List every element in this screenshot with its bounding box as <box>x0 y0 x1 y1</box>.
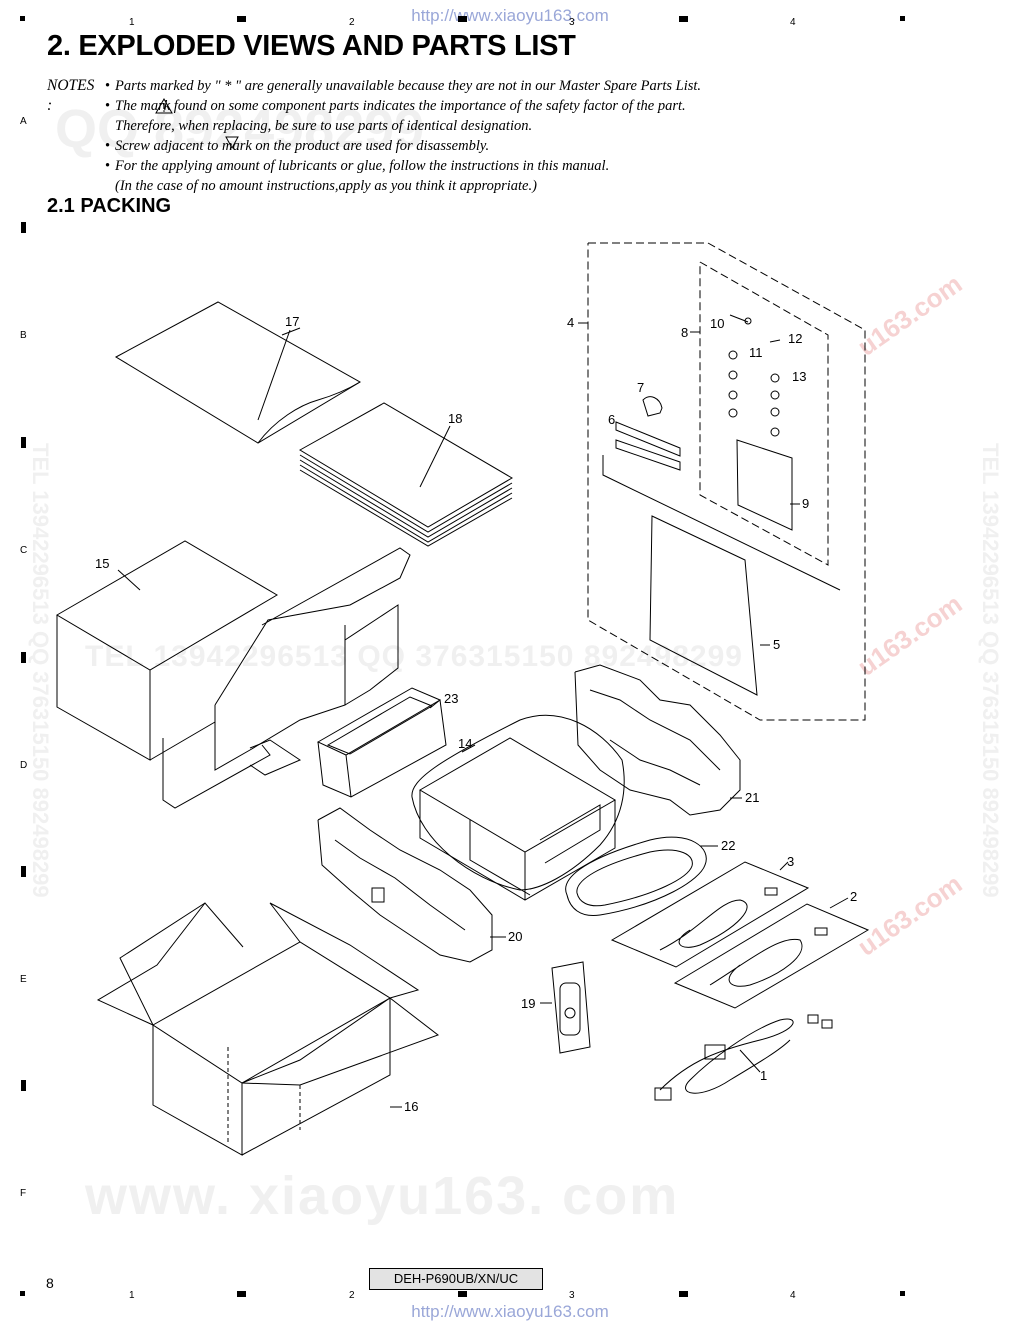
page-number: 8 <box>46 1275 54 1291</box>
grid-tick <box>237 1291 246 1297</box>
grid-row-b: B <box>20 330 27 341</box>
grid-col-2: 2 <box>349 17 355 28</box>
grid-corner-mark <box>20 16 25 21</box>
grid-col-4-bottom: 4 <box>790 1290 796 1301</box>
callout-12: 12 <box>788 331 803 346</box>
grid-tick <box>237 16 246 22</box>
note-line-2: •The mark found on some component parts … <box>105 98 686 114</box>
part-1-harness <box>654 1014 833 1101</box>
callout-1: 1 <box>760 1068 768 1083</box>
callout-7: 7 <box>637 380 645 395</box>
grid-corner-mark <box>900 1291 905 1296</box>
note-line-5: •For the applying amount of lubricants o… <box>105 158 610 174</box>
callout-4: 4 <box>567 315 575 330</box>
callout-23: 23 <box>444 691 459 706</box>
footer-url[interactable]: http://www.xiaoyu163.com <box>411 1302 609 1321</box>
part-19-remote <box>551 961 591 1054</box>
callout-13: 13 <box>792 369 807 384</box>
warning-triangle-icon <box>155 98 173 114</box>
callout-11: 11 <box>749 345 763 360</box>
part-20-foam <box>317 807 493 963</box>
grid-row-tick <box>21 866 26 877</box>
note-line-3: Therefore, when replacing, be sure to us… <box>115 118 533 134</box>
callout-21: 21 <box>745 790 760 805</box>
part-16-outer-carton <box>96 902 440 1156</box>
grid-row-f: F <box>20 1188 27 1199</box>
grid-row-tick <box>21 222 26 233</box>
callout-9: 9 <box>802 496 810 511</box>
grid-col-3: 3 <box>569 17 575 28</box>
callout-2: 2 <box>850 889 858 904</box>
part-14-head-unit <box>411 714 625 901</box>
screw-set-11 <box>728 350 738 418</box>
bullet-icon: • <box>105 98 111 114</box>
grid-tick <box>458 16 467 22</box>
watermark-qq-top: QQ 892498299 <box>55 99 425 159</box>
part-2-cable <box>673 903 870 1009</box>
grid-row-a: A <box>20 116 27 127</box>
callout-10: 10 <box>710 316 725 331</box>
callout-leaders <box>117 322 849 1108</box>
part-4-accessory-group <box>587 242 866 721</box>
grid-row-e: E <box>20 974 27 985</box>
note-line-6: (In the case of no amount instructions,a… <box>115 178 537 194</box>
part-22-case <box>565 836 707 917</box>
grid-col-2-bottom: 2 <box>349 1290 355 1301</box>
grid-tick <box>679 1291 688 1297</box>
bullet-icon: • <box>105 138 111 154</box>
screw-set-13 <box>770 373 780 437</box>
notes-label: NOTES : <box>47 77 95 114</box>
note-line-4: •Screw adjacent to mark on the product a… <box>105 136 490 154</box>
disassembly-triangle-icon <box>225 136 239 149</box>
grid-row-d: D <box>20 760 28 771</box>
bullet-icon: • <box>105 78 111 94</box>
grid-row-tick <box>21 652 26 663</box>
grid-col-4: 4 <box>790 17 796 28</box>
grid-tick <box>679 16 688 22</box>
grid-corner-mark <box>20 1291 25 1296</box>
callout-6: 6 <box>608 412 616 427</box>
callout-20: 20 <box>508 929 523 944</box>
grid-row-tick <box>21 1080 26 1091</box>
callout-15: 15 <box>95 556 110 571</box>
page-title: 2. EXPLODED VIEWS AND PARTS LIST <box>47 30 576 62</box>
callout-22: 22 <box>721 838 736 853</box>
part-17-polybag <box>114 301 361 444</box>
section-title: 2.1 PACKING <box>47 195 172 217</box>
grid-corner-mark <box>900 16 905 21</box>
part-3-cable <box>610 861 810 968</box>
model-number-box: DEH-P690UB/XN/UC <box>369 1268 543 1290</box>
callout-18: 18 <box>448 411 463 426</box>
part-18-manuals <box>299 402 513 547</box>
bullet-icon: • <box>105 158 111 174</box>
callout-8: 8 <box>681 325 689 340</box>
grid-col-1: 1 <box>129 17 135 28</box>
grid-row-tick <box>21 437 26 448</box>
callout-17: 17 <box>285 314 300 329</box>
callout-19: 19 <box>521 996 536 1011</box>
callout-14: 14 <box>458 736 473 751</box>
grid-col-1-bottom: 1 <box>129 1290 135 1301</box>
watermark-website: www. xiaoyu163. com <box>85 1166 680 1226</box>
callout-5: 5 <box>773 637 781 652</box>
grid-col-3-bottom: 3 <box>569 1290 575 1301</box>
grid-tick <box>458 1291 467 1297</box>
part-21-foam <box>574 664 741 816</box>
part-23-trim-ring <box>316 687 447 798</box>
grid-row-c: C <box>20 545 28 556</box>
callout-3: 3 <box>787 854 795 869</box>
note-line-1: •Parts marked by " * " are generally una… <box>105 78 702 94</box>
part-15-inner-carton <box>56 540 411 809</box>
callout-16: 16 <box>404 1099 419 1114</box>
